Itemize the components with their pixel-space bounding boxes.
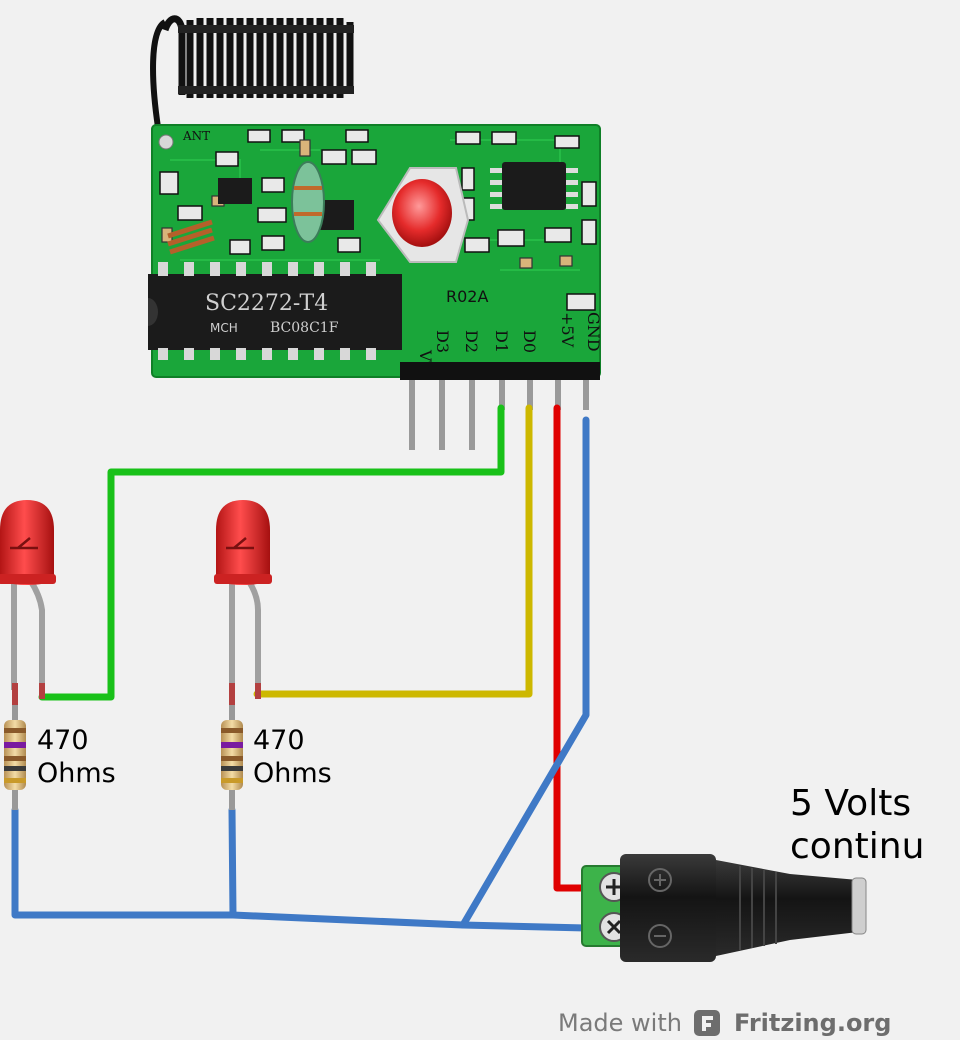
blue-wire [11, 806, 590, 932]
resistor-label: 470 Ohms [37, 724, 116, 790]
made-with-text: Made with [558, 1009, 682, 1037]
power-label-line2: continu [790, 826, 925, 867]
resistor-unit: Ohms [253, 758, 332, 789]
pin-label-d1: D1 [492, 330, 511, 353]
chip-sub-label: MCH [210, 321, 238, 335]
resistor [221, 705, 243, 810]
fritzing-footer: Made with Fritzing.org [558, 1006, 891, 1040]
power-label: 5 Volts continu [790, 782, 924, 868]
pin-label-d2: D2 [462, 330, 481, 353]
pin-label-5v: +5V [558, 312, 577, 348]
resistor-unit: Ohms [37, 758, 116, 789]
red-wire [553, 404, 590, 892]
header-pins [400, 362, 600, 450]
pin-label-gnd: GND [584, 312, 603, 352]
power-label-line1: 5 Volts [790, 783, 912, 824]
antenna-label: ANT [182, 129, 210, 143]
resistor-value: 470 [37, 725, 89, 756]
antenna-coil [150, 15, 354, 141]
green-wire [38, 404, 505, 701]
receiver-module: R02A ANT SC2272-T4 MCH BC08C1F VT D3 D2 … [148, 124, 603, 378]
dc-jack [581, 854, 867, 962]
resistor-value: 470 [253, 725, 305, 756]
blue-wire [459, 416, 590, 929]
yellow-wire [253, 404, 533, 698]
resistor [4, 705, 26, 810]
resistor-label: 470 Ohms [253, 724, 332, 790]
pin-label-d3: D3 [433, 330, 452, 353]
fritzing-brand: Fritzing.org [733, 1009, 892, 1037]
board-label: R02A [446, 287, 488, 306]
chip-sub-label: BC08C1F [270, 320, 339, 336]
chip-label: SC2272-T4 [205, 291, 328, 316]
led [0, 500, 56, 705]
blue-wire [228, 806, 237, 919]
led [214, 500, 272, 705]
fritzing-logo-icon [693, 1010, 720, 1036]
pin-label-d0: D0 [520, 330, 539, 353]
